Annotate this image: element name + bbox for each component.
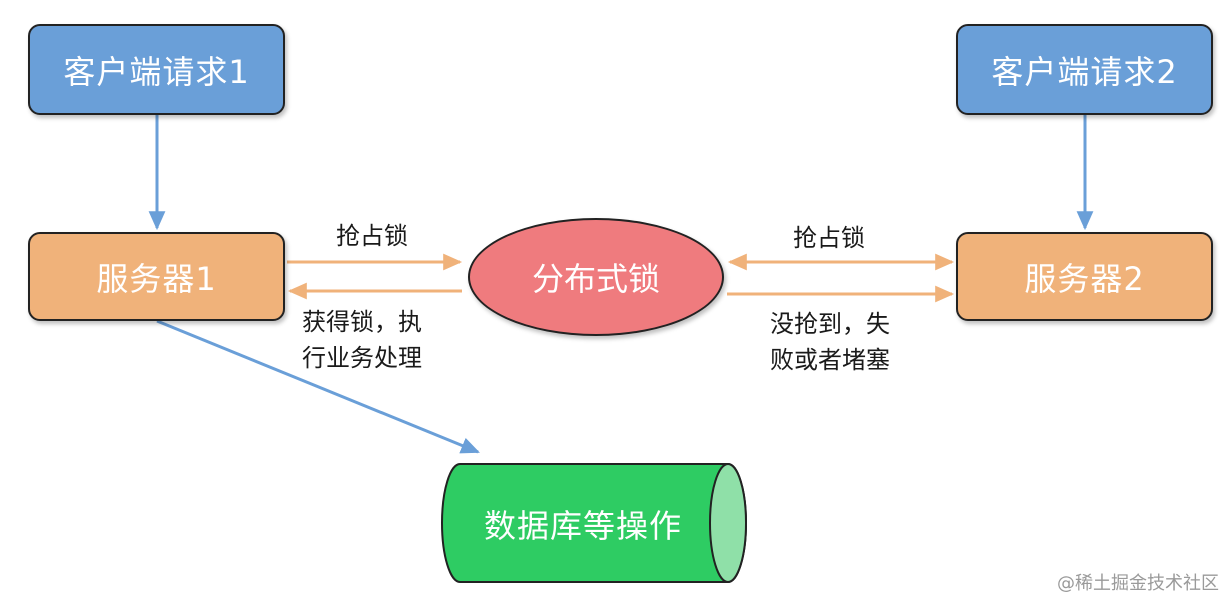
database-label: 数据库等操作: [483, 507, 682, 545]
arrow-server1-to-database: [156, 319, 480, 454]
client-request-1-label: 客户端请求1: [63, 52, 250, 91]
server1-acquired-line-1: 获得锁，执: [302, 308, 422, 336]
client-request-1-node: 客户端请求1: [28, 24, 285, 115]
client-request-2-label: 客户端请求2: [991, 52, 1178, 91]
server2-failed-line-1: 没抢到，失: [770, 310, 890, 338]
server-1-label: 服务器1: [96, 259, 217, 298]
database-node: 数据库等操作: [448, 466, 718, 582]
server2-failed-line-2: 败或者堵塞: [770, 346, 890, 374]
server1-acquired-label: 获得锁，执 行业务处理: [302, 304, 422, 376]
server-2-node: 服务器2: [956, 232, 1213, 321]
distributed-lock-label: 分布式锁: [531, 260, 660, 298]
server2-grab-lock-label: 抢占锁: [793, 224, 865, 252]
distributed-lock-node: 分布式锁: [468, 218, 724, 336]
watermark: @稀土掘金技术社区: [1057, 573, 1219, 594]
server2-failed-label: 没抢到，失 败或者堵塞: [770, 306, 890, 378]
server1-grab-lock-label: 抢占锁: [336, 222, 408, 250]
server-1-node: 服务器1: [28, 232, 285, 321]
server1-acquired-line-2: 行业务处理: [302, 344, 422, 372]
database-cylinder: [441, 463, 747, 583]
client-request-2-node: 客户端请求2: [956, 24, 1213, 115]
server-2-label: 服务器2: [1024, 259, 1145, 298]
